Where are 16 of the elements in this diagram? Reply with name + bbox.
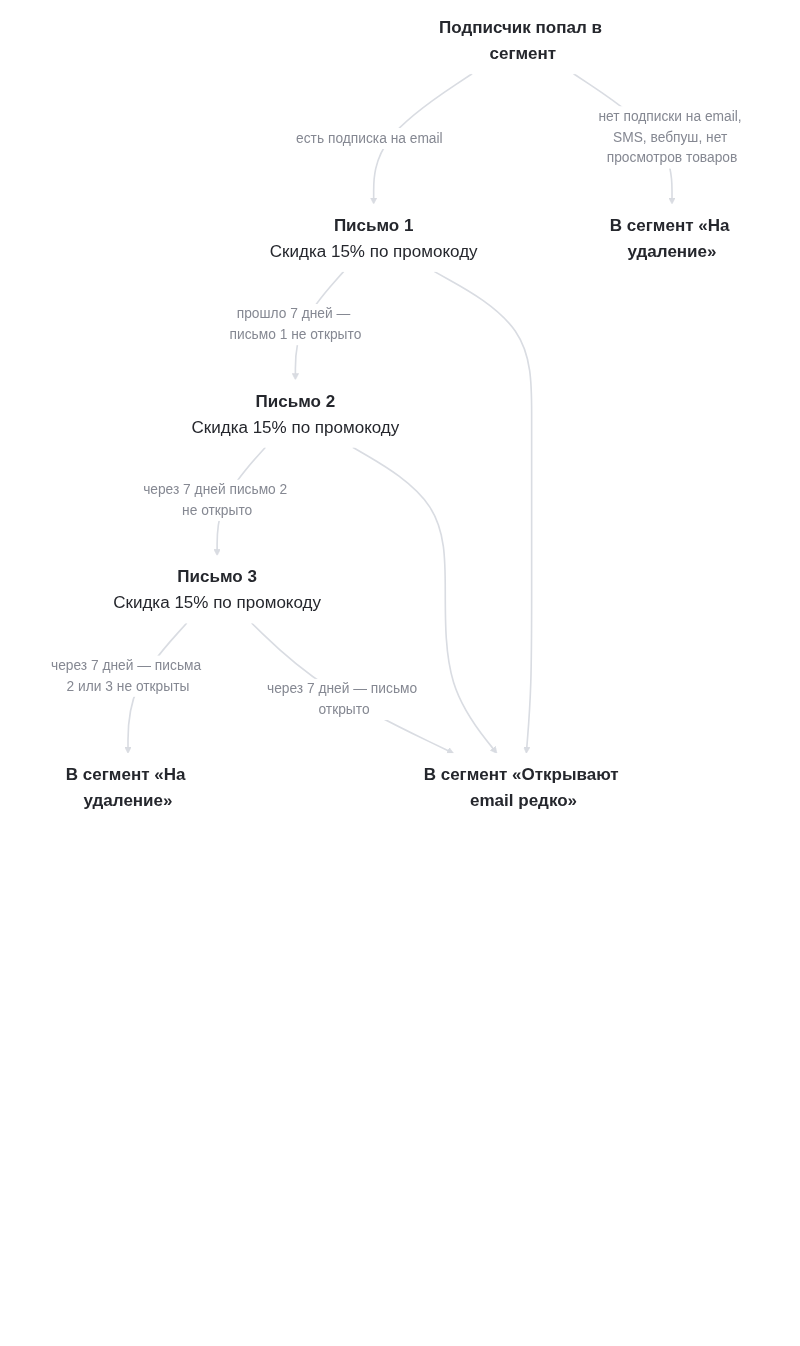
edge-label: через 7 дней письмо 2 не открыто xyxy=(143,482,288,519)
node-text: Подписчик попал в сегмент xyxy=(439,17,602,62)
node-text: Письмо 3 Скидка 15% по промокоду xyxy=(113,567,322,612)
arrow xyxy=(250,622,455,754)
node-text: Письмо 1 Скидка 15% по промокоду xyxy=(269,215,478,260)
node-text: В сегмент «Открывают email редко» xyxy=(423,764,619,809)
edge-label: через 7 дней — письма 2 или 3 не открыты xyxy=(50,657,202,694)
edge-label: нет подписки на email, SMS, вебпуш, нет просмотров товаров xyxy=(598,108,742,166)
node-text: Письмо 2 Скидка 15% по промокоду xyxy=(191,391,400,436)
arrow xyxy=(351,446,498,754)
edge-label: через 7 дней — письмо открыто xyxy=(266,681,418,718)
node-text: В сегмент «На удаление» xyxy=(609,215,730,260)
node-text: В сегмент «На удаление» xyxy=(65,764,186,809)
edge-label: прошло 7 дней — письмо 1 не открыто xyxy=(229,306,362,343)
arrow xyxy=(433,270,533,754)
edge-label: есть подписка на email xyxy=(296,130,443,146)
